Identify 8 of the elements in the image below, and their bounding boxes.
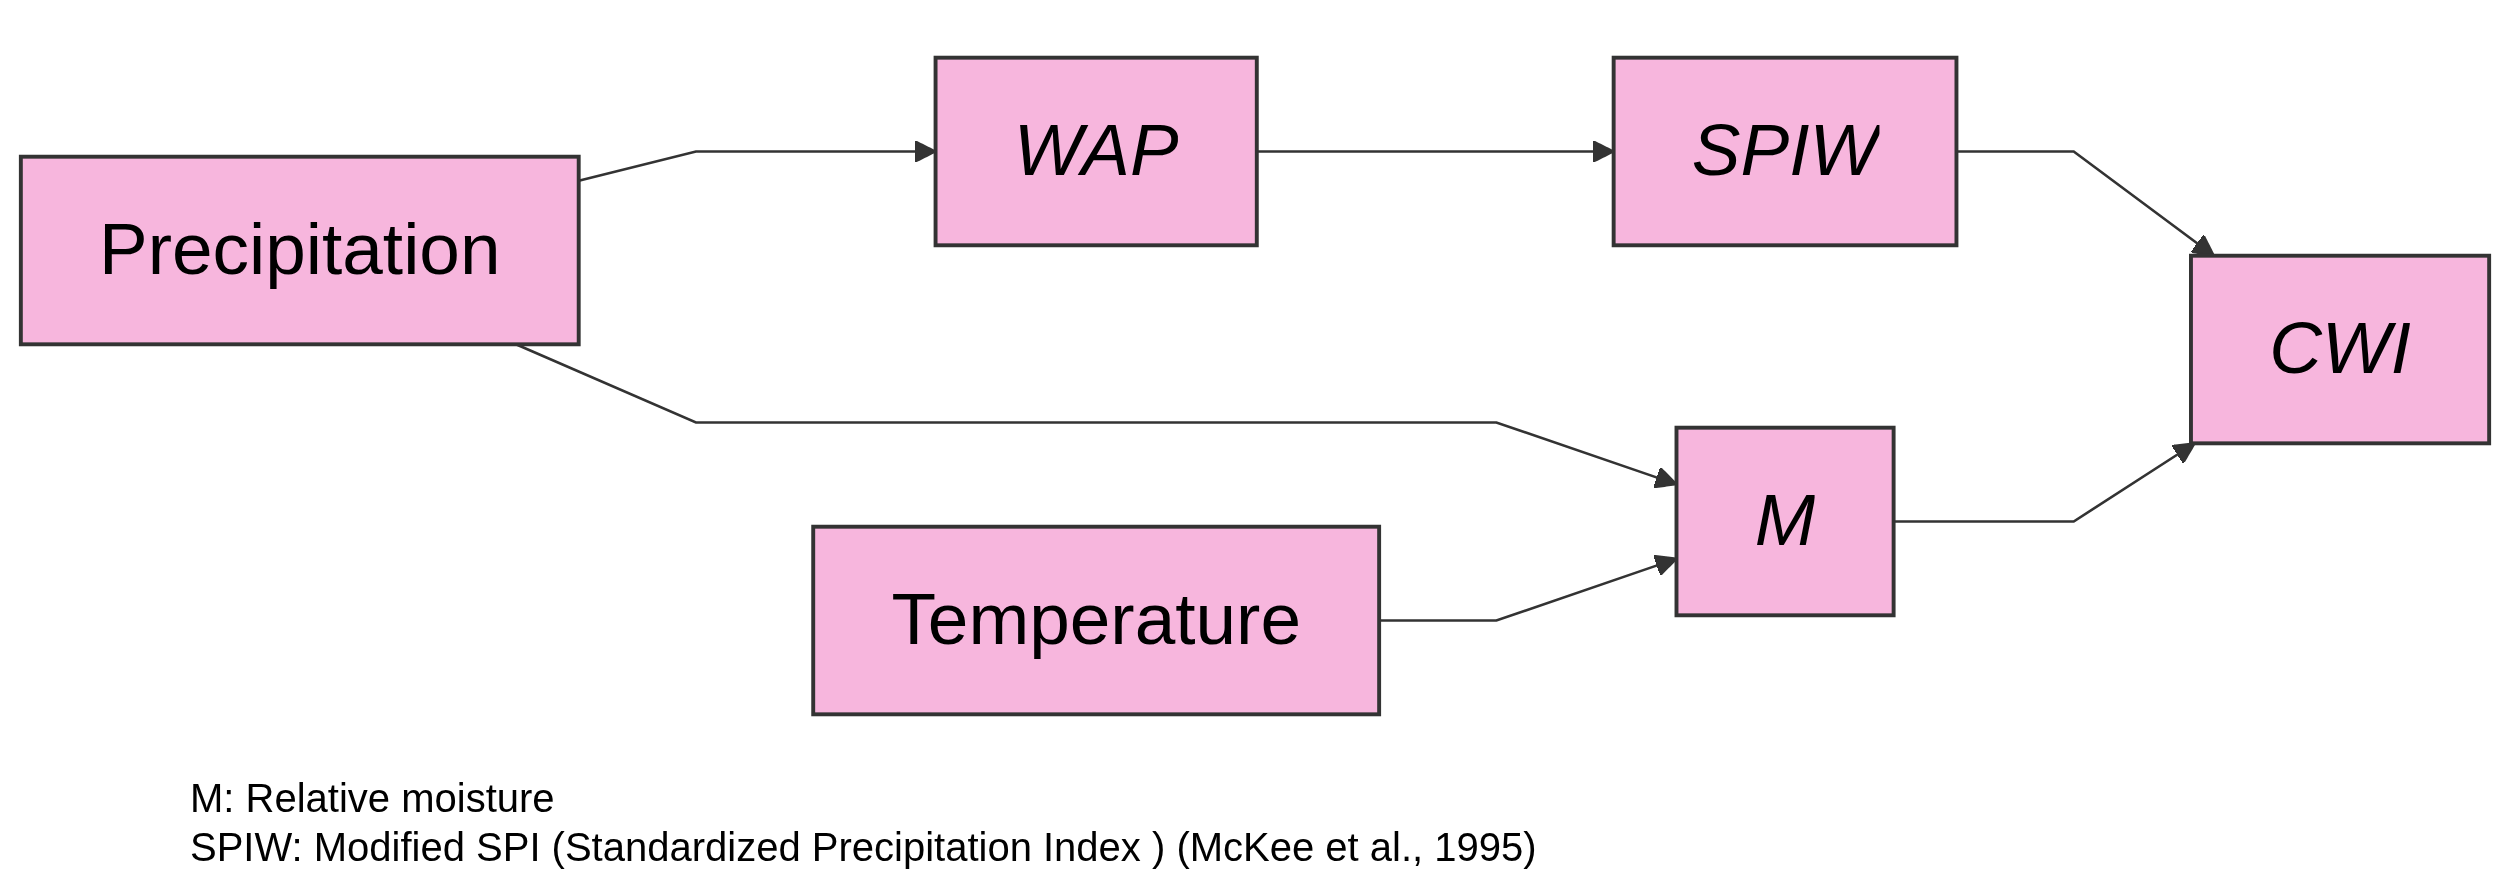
node-box: Temperature [811, 524, 1382, 717]
node-box: Precipitation [18, 154, 581, 347]
node-box: M [1674, 425, 1896, 618]
node-box: CWI [2189, 253, 2492, 446]
note-text: SPIW: Modified SPI (Standardized Precipitation Index ) (McKee et al., 1995) [190, 825, 1538, 870]
note-text: M: Relative moisture [190, 776, 556, 821]
node-box: WAP [933, 55, 1259, 248]
node-box: SPIW [1611, 55, 1959, 248]
